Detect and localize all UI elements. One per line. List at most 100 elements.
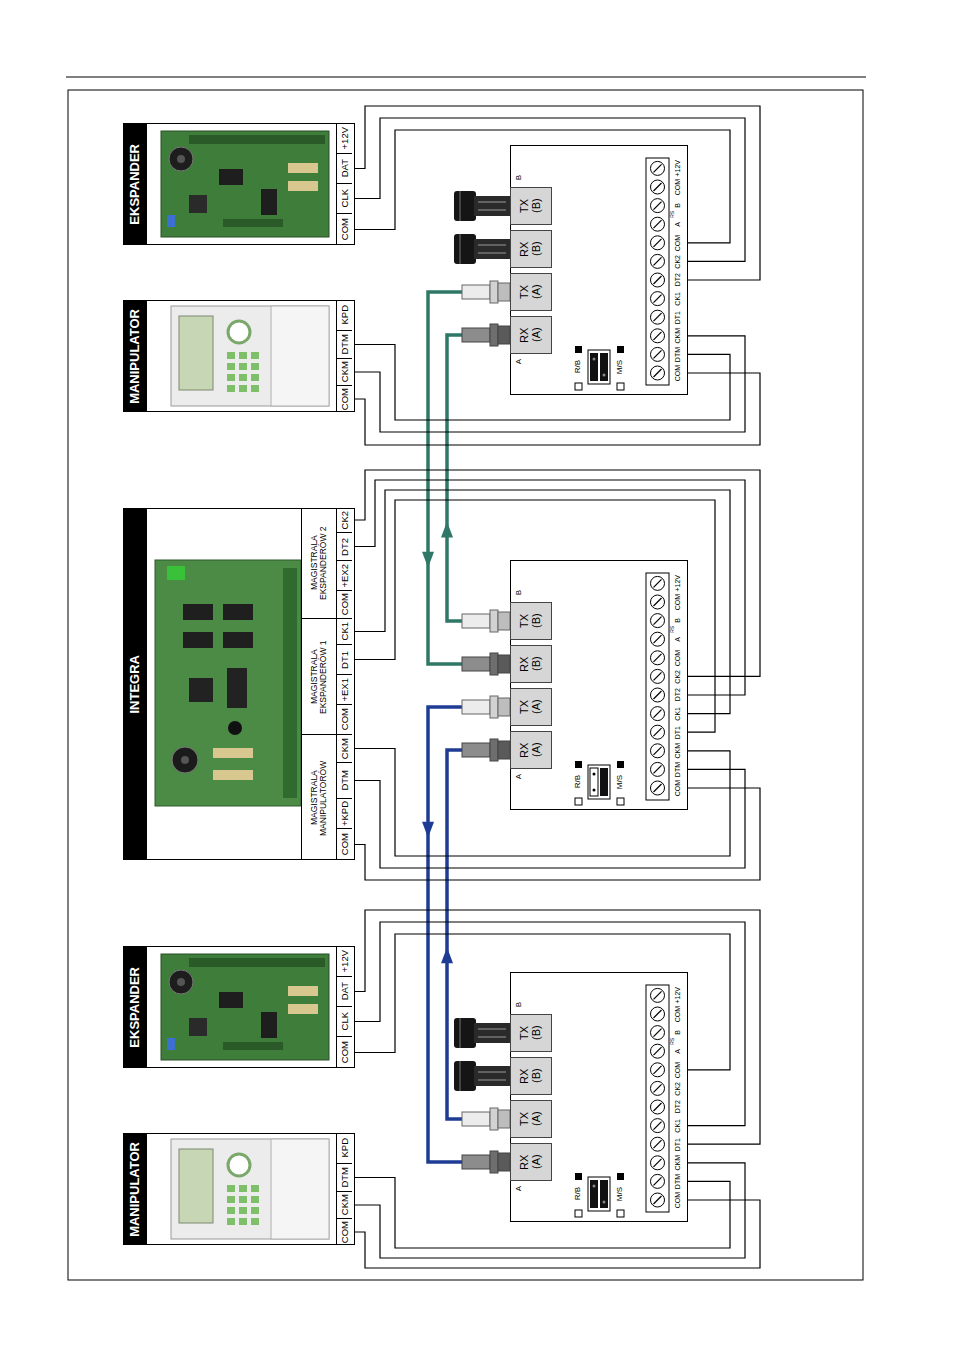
fiber-port: RX (A) <box>510 1143 552 1181</box>
device-title: INTEGRA <box>128 655 142 714</box>
wire-line <box>355 910 760 1144</box>
signal-wire <box>355 470 760 676</box>
fiber-plug <box>462 696 510 718</box>
terminal-strip <box>575 573 669 805</box>
converter-label: COM <box>674 650 681 666</box>
wire-line <box>355 480 745 695</box>
converter-label: COM <box>674 365 681 381</box>
wire-line <box>355 373 760 445</box>
terminal-label: COM <box>340 218 350 240</box>
terminal-label: COM <box>340 1221 350 1243</box>
converter-label: DT1 <box>674 1138 681 1151</box>
arrowhead <box>422 552 434 568</box>
label-box: R/B <box>572 1182 585 1206</box>
label-box: +12V <box>671 159 685 177</box>
label-box: COM <box>671 593 685 611</box>
fiber-port: RX (B) <box>510 645 552 683</box>
terminal-label: KPD <box>340 1138 350 1158</box>
converter-label: DTM <box>674 1174 681 1189</box>
signal-wire <box>355 788 760 880</box>
label-box: DT1 <box>671 723 685 741</box>
expander-photo <box>161 131 329 237</box>
device-title: EKSPANDER <box>128 967 142 1048</box>
terminal-label: +KPD <box>340 801 350 826</box>
label-box: A <box>671 219 685 229</box>
converter-label: +12V <box>674 987 681 1004</box>
terminal-label: CK2 <box>340 511 350 529</box>
terminal-label: KPD <box>340 305 350 325</box>
converter-label: A <box>515 774 523 779</box>
converter-label: +12V <box>674 160 681 177</box>
fiber-line <box>447 335 510 621</box>
fiber-port: RX (B) <box>510 1057 552 1095</box>
label-box: CKM <box>671 742 685 760</box>
bus-cell: MAGISTRALA MANIPULATORÓW <box>301 734 336 860</box>
converter-label: CK2 <box>674 1082 681 1096</box>
signal-wire <box>355 490 730 714</box>
terminal-label: DTM <box>340 334 350 355</box>
title-band: EKSPANDER <box>123 946 147 1068</box>
terminal-label: CKM <box>340 1194 350 1215</box>
label-box: COM <box>671 649 685 667</box>
converter-label: DTM <box>674 762 681 777</box>
signal-wire <box>355 480 745 695</box>
wire-line <box>355 130 730 243</box>
label-box: B <box>513 172 525 184</box>
port-label: TX (B) <box>519 608 542 634</box>
port-face: TX (A) <box>510 273 552 311</box>
fiber-link <box>441 335 510 621</box>
bus-label: MAGISTRALA MANIPULATORÓW <box>310 742 328 854</box>
port-face: RX (B) <box>510 645 552 683</box>
terminal-label: +12V <box>340 127 350 149</box>
signal-wire <box>355 373 760 445</box>
port-face: RX (A) <box>510 316 552 354</box>
label-box: A <box>513 771 525 783</box>
converter-label: CK1 <box>674 1119 681 1133</box>
fiber-port: TX (A) <box>510 688 552 726</box>
label-box: +12V <box>671 986 685 1004</box>
fiber-line <box>428 292 510 664</box>
terminal-cell: DTM <box>336 330 352 358</box>
wire-line <box>355 470 760 676</box>
terminal-cell: CK1 <box>336 618 352 644</box>
terminal-cell: DAT <box>336 153 352 183</box>
converter-label: COM <box>674 235 681 251</box>
wire-line <box>355 106 760 280</box>
converter-label: RS <box>670 1038 675 1045</box>
label-box: R/B <box>572 355 585 379</box>
terminal-cell: +KPD <box>336 798 352 828</box>
port-face: TX (A) <box>510 1100 552 1138</box>
fiber-plug <box>462 610 510 632</box>
dust-cap <box>454 191 510 221</box>
converter-label: B <box>674 1030 681 1035</box>
label-box: DTM <box>671 1172 685 1190</box>
label-box: DTM <box>671 345 685 363</box>
terminal-cell: CLK <box>336 183 352 213</box>
signal-wire <box>355 344 730 420</box>
keypad-module: MANIPULATORCOMCKMDTMKPD <box>123 300 355 412</box>
arrowhead <box>441 521 453 537</box>
converter-label: A <box>674 222 681 227</box>
terminal-label: DT1 <box>340 651 350 669</box>
title-band: MANIPULATOR <box>123 300 147 412</box>
label-box: CK2 <box>671 252 685 270</box>
port-label: RX (B) <box>519 651 542 677</box>
label-box: B <box>513 587 525 599</box>
port-face: RX (B) <box>510 230 552 268</box>
terminal-cell: COM <box>336 1218 352 1245</box>
converter-label: RS <box>670 626 675 633</box>
label-box: A <box>513 356 525 368</box>
control-panel-photo <box>155 560 301 806</box>
expander-module: EKSPANDERCOMCLKDAT+12V <box>123 123 355 245</box>
label-box: DT2 <box>671 686 685 704</box>
converter-label: RS <box>670 211 675 218</box>
converter-label: COM <box>674 1006 681 1022</box>
converter-label: DT1 <box>674 311 681 324</box>
port-face: RX (A) <box>510 1143 552 1181</box>
converter-label: A <box>515 1186 523 1191</box>
port-face: TX (B) <box>510 602 552 640</box>
label-box: DT1 <box>671 1135 685 1153</box>
signal-wire <box>355 934 730 1070</box>
label-box: RS <box>668 1038 678 1046</box>
signal-wire <box>355 1177 730 1248</box>
